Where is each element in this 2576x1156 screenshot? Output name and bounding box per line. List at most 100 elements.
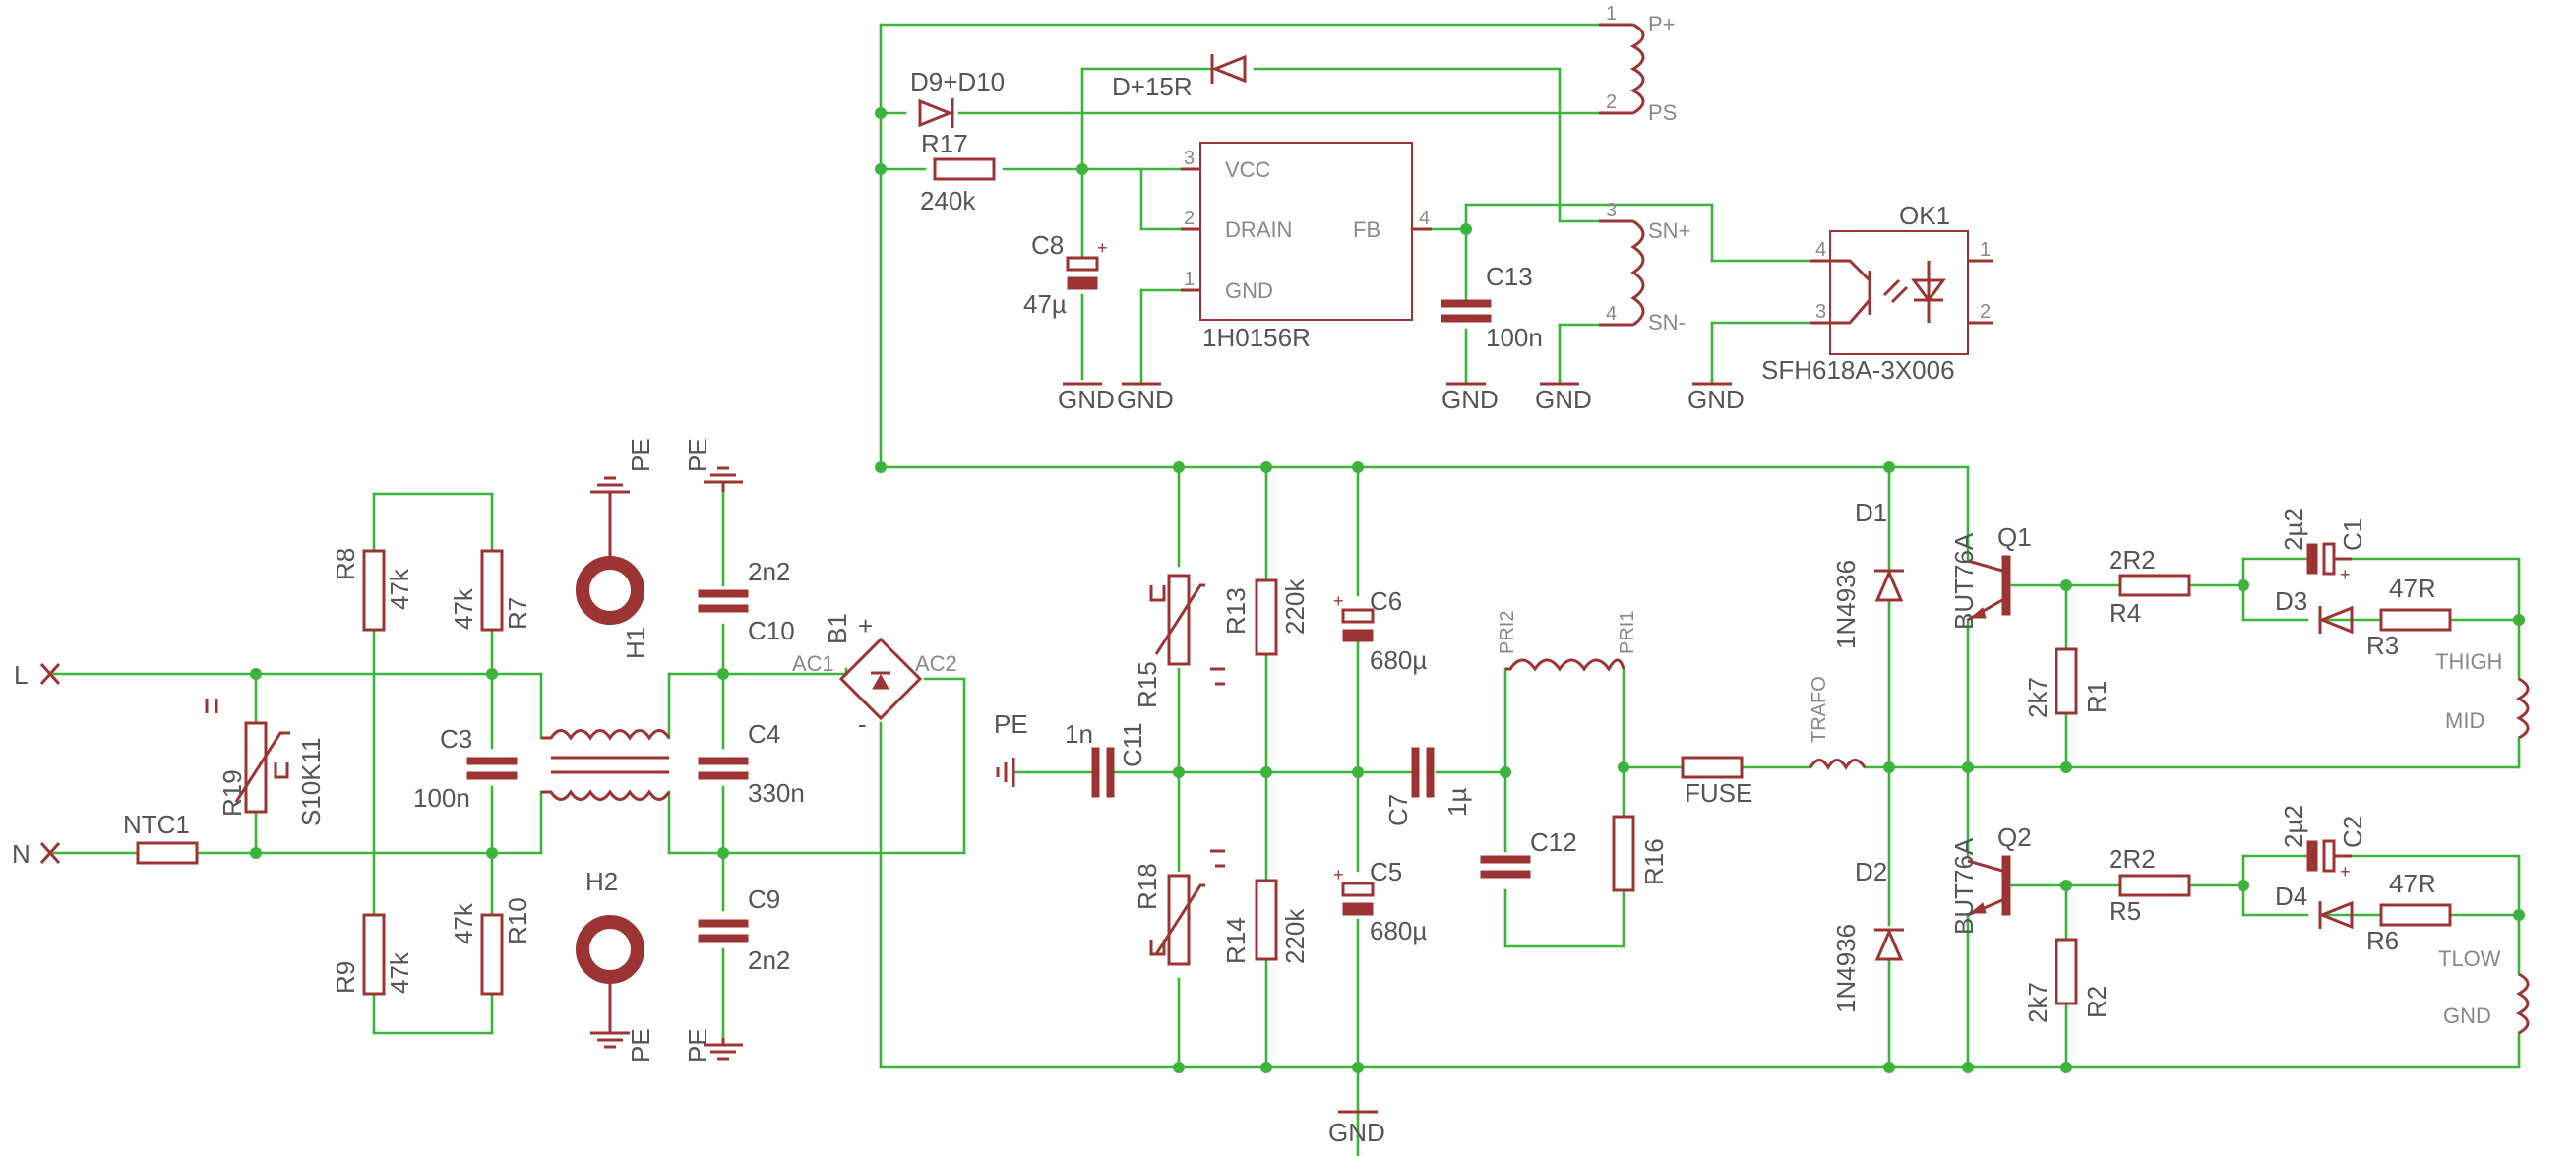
svg-text:+: +: [2340, 862, 2351, 882]
pe-symbol-c10: PE: [683, 438, 743, 492]
svg-text:PE: PE: [994, 709, 1028, 739]
trafo-tlow-winding: TLOW GND: [2438, 946, 2530, 1035]
r13: R13 220k: [1221, 578, 1310, 656]
svg-text:D4: D4: [2275, 882, 2307, 911]
terminal-l: L: [14, 660, 61, 690]
svg-text:47k: 47k: [449, 902, 478, 944]
ok1-optocoupler: 4 3 1 2 OK1 SFH618A-3X006: [1761, 201, 1993, 385]
svg-text:AC2: AC2: [915, 651, 957, 676]
c11: 1n C11: [1065, 719, 1147, 798]
svg-text:GND: GND: [1225, 278, 1273, 303]
svg-text:+: +: [858, 611, 873, 640]
svg-text:2: 2: [1606, 91, 1617, 113]
svg-text:C12: C12: [1530, 827, 1577, 857]
svg-text:240k: 240k: [920, 186, 976, 215]
svg-text:1: 1: [1980, 239, 1991, 261]
svg-text:R19: R19: [217, 769, 247, 817]
r3: 47R R3: [2366, 574, 2452, 660]
svg-text:1n: 1n: [1065, 719, 1093, 749]
fuse: FUSE: [1681, 756, 1752, 808]
trafo-primary-winding: 1 2 P+ PS: [1599, 3, 1677, 125]
svg-text:GND: GND: [1687, 385, 1745, 414]
svg-text:B1: B1: [823, 613, 852, 644]
svg-text:PE: PE: [626, 1028, 655, 1063]
c8: + C8 47µ: [1023, 230, 1108, 319]
trafo-thigh-winding: THIGH MID: [2435, 649, 2530, 740]
svg-text:100n: 100n: [413, 783, 470, 813]
svg-text:TLOW: TLOW: [2438, 946, 2501, 971]
svg-text:1µ: 1µ: [1442, 788, 1472, 817]
svg-text:R9: R9: [331, 961, 360, 994]
svg-text:R6: R6: [2366, 926, 2399, 955]
svg-text:R13: R13: [1221, 587, 1251, 635]
svg-text:Q1: Q1: [1997, 522, 2032, 552]
d1: D1 1N4936: [1831, 498, 1904, 649]
svg-text:1: 1: [1184, 269, 1195, 290]
svg-text:PE: PE: [683, 1028, 712, 1063]
h2-mounting-hole: PE H2: [576, 867, 655, 1063]
svg-text:1N4936: 1N4936: [1831, 560, 1861, 649]
d15r-diode: D+15R: [1112, 54, 1247, 101]
common-mode-choke: [541, 729, 671, 801]
svg-text:3: 3: [1606, 200, 1617, 221]
trafo-pri-winding: PRI2 PRI1: [1497, 611, 1638, 672]
svg-text:SN+: SN+: [1648, 218, 1690, 243]
svg-text:R4: R4: [2109, 598, 2141, 628]
svg-text:D1: D1: [1855, 498, 1887, 527]
svg-text:2n2: 2n2: [748, 945, 790, 975]
svg-text:220k: 220k: [1280, 908, 1310, 964]
svg-text:+: +: [1097, 238, 1108, 258]
svg-text:Q2: Q2: [1997, 822, 2032, 852]
trafo-inductor: TRAFO: [1809, 676, 1867, 770]
c6: + C6 680µ: [1333, 586, 1427, 675]
gnd-ok1: GND: [1687, 382, 1745, 414]
svg-text:TRAFO: TRAFO: [1809, 676, 1830, 743]
pe-symbol-c11: PE: [994, 709, 1028, 787]
svg-text:PRI1: PRI1: [1617, 611, 1638, 654]
svg-text:47R: 47R: [2389, 574, 2436, 603]
svg-text:2k7: 2k7: [2023, 677, 2053, 718]
svg-text:PRI2: PRI2: [1497, 611, 1518, 654]
svg-text:C10: C10: [748, 616, 795, 645]
svg-text:GND: GND: [1441, 385, 1499, 414]
svg-text:D2: D2: [1855, 857, 1887, 886]
svg-text:R8: R8: [331, 548, 360, 580]
svg-text:100n: 100n: [1486, 323, 1543, 352]
svg-text:47µ: 47µ: [1023, 289, 1067, 319]
svg-text:SN-: SN-: [1648, 310, 1686, 335]
svg-text:OK1: OK1: [1899, 201, 1950, 230]
c1: + 2µ2 C1: [2279, 508, 2367, 584]
svg-text:GND: GND: [1328, 1118, 1385, 1147]
gnd-c8: GND: [1058, 382, 1115, 414]
svg-text:R7: R7: [503, 597, 532, 630]
gnd-bottom: GND: [1328, 1110, 1385, 1147]
gnd-sn-minus: GND: [1535, 382, 1592, 414]
svg-text:-: -: [858, 709, 867, 739]
svg-text:C13: C13: [1486, 262, 1533, 291]
svg-text:BUT76A: BUT76A: [1949, 532, 1979, 630]
svg-text:2k7: 2k7: [2023, 982, 2053, 1023]
svg-text:THIGH: THIGH: [2435, 649, 2502, 674]
svg-text:4: 4: [1419, 208, 1430, 229]
ic-1h0156r: 3 2 1 4 VCC DRAIN GND FB 1H0156R: [1181, 142, 1432, 352]
svg-text:2µ2: 2µ2: [2279, 805, 2308, 848]
svg-text:GND: GND: [2443, 1004, 2491, 1028]
svg-text:1: 1: [1606, 3, 1617, 25]
c12: C12: [1480, 827, 1577, 879]
b1-bridge-rectifier: B1 + - AC1 AC2: [792, 611, 957, 739]
svg-text:R15: R15: [1133, 661, 1162, 708]
svg-text:N: N: [12, 839, 31, 869]
svg-text:C6: C6: [1370, 586, 1402, 616]
svg-text:R16: R16: [1639, 838, 1669, 885]
junctions: [250, 107, 2525, 1073]
svg-text:NTC1: NTC1: [123, 810, 190, 839]
svg-text:DRAIN: DRAIN: [1225, 217, 1292, 242]
d3: D3: [2275, 586, 2354, 635]
svg-text:680µ: 680µ: [1370, 645, 1427, 675]
svg-text:FB: FB: [1353, 217, 1380, 242]
svg-text:R17: R17: [921, 129, 968, 158]
svg-text:PE: PE: [626, 438, 655, 472]
c5: + C5 680µ: [1333, 857, 1427, 945]
r6: 47R R6: [2366, 869, 2452, 955]
